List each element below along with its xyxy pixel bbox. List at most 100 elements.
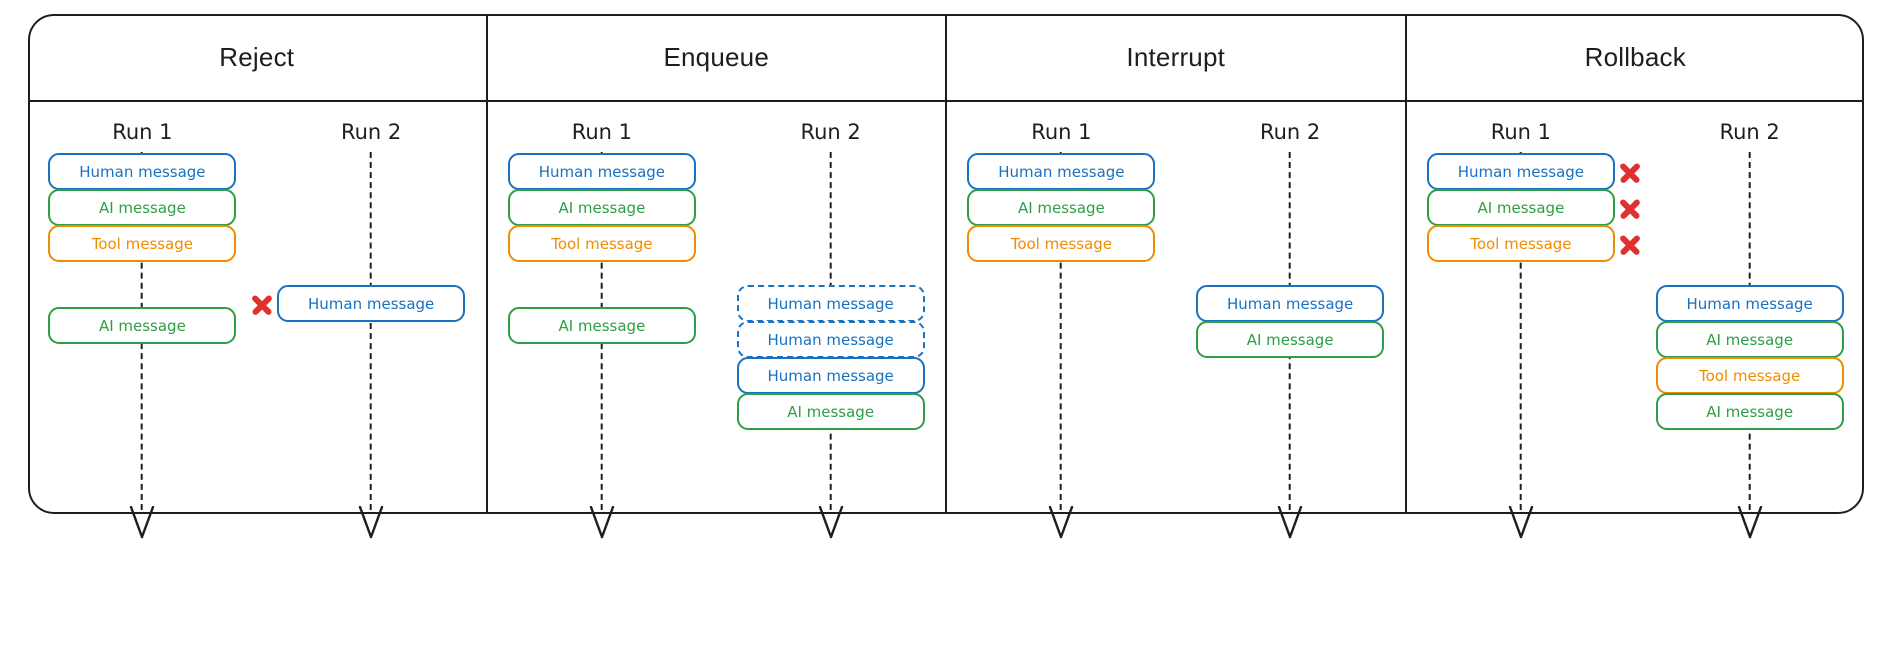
lifeline-rollback-run-1 [1519, 152, 1522, 510]
message-box-label: Human message [767, 366, 894, 385]
message-box-ai[interactable]: AI message [1196, 321, 1385, 358]
message-box-tool[interactable]: Tool message [967, 225, 1156, 262]
message-box-label: AI message [787, 402, 875, 421]
arrowhead-rollback-run-2 [1735, 505, 1765, 545]
message-box-ai[interactable]: AI message [48, 307, 237, 344]
message-box-human[interactable]: Human message [1655, 285, 1844, 322]
arrowhead-enqueue-run-1 [587, 505, 617, 545]
run-label-reject-run-2: Run 2 [340, 120, 402, 144]
message-box-ai[interactable]: AI message [1426, 189, 1615, 226]
message-box-label: Tool message [1470, 234, 1572, 253]
message-box-label: Human message [79, 162, 206, 181]
panel-header-rollback: Rollback [1406, 14, 1864, 102]
message-box-ai[interactable]: AI message [967, 189, 1156, 226]
message-box-label: AI message [98, 198, 186, 217]
run-label-enqueue-run-2: Run 2 [800, 120, 861, 144]
arrowhead-interrupt-run-1 [1046, 505, 1076, 545]
arrowhead-interrupt-run-2 [1275, 505, 1305, 545]
message-box-label: AI message [1706, 330, 1794, 349]
message-box-ai[interactable]: AI message [1655, 393, 1844, 430]
run-column-interrupt-run-2: Run 2 Human message AI message [1176, 102, 1405, 539]
message-box-ai[interactable]: AI message [48, 189, 237, 226]
message-box-label: AI message [1477, 198, 1565, 217]
message-box-human[interactable]: Human message [507, 153, 696, 190]
stack-spacer [1196, 220, 1384, 286]
stack-spacer [48, 262, 236, 308]
run-label-rollback-run-1: Run 1 [1490, 120, 1552, 144]
arrowhead-rollback-run-1 [1506, 505, 1536, 545]
arrowhead-reject-run-1 [127, 505, 157, 545]
message-box-ai[interactable]: AI message [1655, 321, 1844, 358]
message-box-ai[interactable]: AI message [507, 189, 696, 226]
message-box-human[interactable]: Human message [48, 153, 237, 190]
message-box-label: Human message [1686, 294, 1813, 313]
message-box-label: AI message [1246, 330, 1334, 349]
arrowhead-enqueue-run-2 [816, 505, 846, 545]
message-box-label: Tool message [91, 234, 194, 253]
message-box-human[interactable]: Human message [736, 285, 925, 322]
stack-spacer [737, 154, 925, 220]
message-box-tool[interactable]: Tool message [1426, 225, 1615, 262]
message-box-label: AI message [98, 316, 186, 335]
stack-spacer [277, 220, 465, 286]
message-box-label: Human message [1457, 162, 1585, 181]
message-stack-reject-run-2: Human message [277, 154, 466, 322]
lifeline-arrowhead-icon [589, 505, 615, 539]
message-box-human[interactable]: Human message [736, 321, 925, 358]
message-box-label: Tool message [551, 234, 653, 253]
run-label-interrupt-run-1: Run 1 [1031, 120, 1092, 144]
message-box-label: AI message [558, 198, 646, 217]
message-box-tool[interactable]: Tool message [1655, 357, 1844, 394]
message-box-label: Human message [767, 330, 894, 349]
message-box-ai[interactable]: AI message [736, 393, 925, 430]
message-box-tool[interactable]: Tool message [507, 225, 696, 262]
lifeline-arrowhead-icon [818, 505, 843, 539]
message-box-human[interactable]: Human message [277, 285, 466, 322]
run-column-reject-run-2: Run 2 Human message [257, 102, 486, 539]
run-label-reject-run-1: Run 1 [112, 120, 173, 144]
message-box-label: AI message [1017, 198, 1105, 217]
arrowhead-reject-run-2 [356, 505, 386, 545]
message-box-human[interactable]: Human message [967, 153, 1156, 190]
message-box-label: Tool message [1698, 366, 1801, 385]
message-box-label: AI message [558, 316, 646, 335]
message-box-human[interactable]: Human message [1426, 153, 1615, 190]
panel-title-interrupt: Interrupt [1126, 41, 1226, 72]
message-box-label: Tool message [1010, 234, 1113, 253]
panel-header-reject: Reject [28, 14, 486, 102]
run-label-interrupt-run-2: Run 2 [1259, 120, 1321, 144]
message-box-label: Human message [307, 294, 435, 313]
panel-title-enqueue: Enqueue [663, 41, 769, 72]
stack-spacer [1656, 220, 1844, 286]
message-box-ai[interactable]: AI message [507, 307, 696, 344]
lifeline-arrowhead-icon [1277, 505, 1303, 539]
message-box-tool[interactable]: Tool message [48, 225, 237, 262]
lifeline-arrowhead-icon [358, 505, 384, 539]
run-label-enqueue-run-1: Run 1 [571, 120, 633, 144]
message-box-human[interactable]: Human message [1196, 285, 1385, 322]
panel-title-reject: Reject [219, 41, 295, 72]
message-box-label: Human message [998, 162, 1125, 181]
lifeline-arrowhead-icon [1737, 505, 1762, 539]
panel-header-interrupt: Interrupt [947, 14, 1405, 102]
message-stack-interrupt-run-2: Human message AI message [1196, 154, 1385, 358]
lifeline-arrowhead-icon [1508, 505, 1534, 539]
message-box-human[interactable]: Human message [736, 357, 925, 394]
